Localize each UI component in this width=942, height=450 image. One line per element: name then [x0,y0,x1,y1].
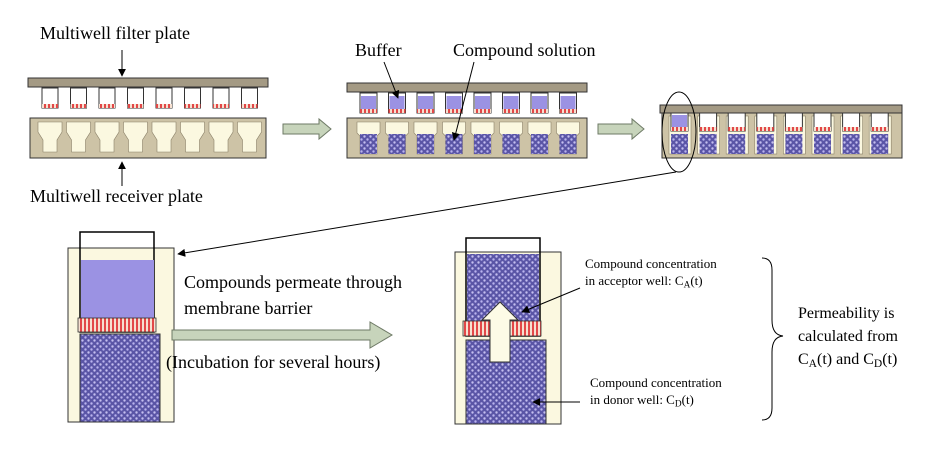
receiver-well-compound [356,121,381,155]
zoom-pointer [177,171,677,257]
acceptor-subscript: A [683,280,691,291]
filter-insert [184,87,201,109]
perm-line3: CA(t) and CD(t) [798,348,898,376]
assembled-well [754,112,778,155]
receiver-well-compound [499,121,523,155]
incubation-label: (Incubation for several hours) [166,352,381,372]
receiver-well [37,121,63,153]
filter-plate-1 [27,77,269,88]
filter-insert [155,87,173,109]
filter-insert-buffer [445,92,463,114]
filter-inserts-1 [41,87,258,109]
filter-insert-buffer [502,92,520,114]
donor-suffix: (t) [681,392,694,407]
filter-insert-buffer [559,92,577,114]
receiver-wells-1 [37,121,262,153]
assembled-well [697,112,720,155]
receiver-wells-2 [356,121,580,155]
assembled-well [811,112,835,155]
acceptor-prefix: in acceptor well: C [585,273,684,288]
zoom-well-before [67,231,175,423]
flow-arrow-2 [597,117,645,141]
receiver-well-compound [470,121,495,155]
perm-c: C [798,351,809,368]
compound-solution-label: Compound solution [453,40,596,60]
buffer-pointer [383,61,400,99]
receiver-well-compound [556,121,580,155]
perm-line2: calculated from [798,328,898,345]
receiver-well-compound [413,121,438,155]
receiver-well [66,121,91,153]
compound-pointer [451,61,475,141]
filter-insert-buffer [530,92,549,114]
filter-insert [98,87,116,109]
block-arrow-up-icon [480,301,520,363]
filter-insert-buffer [359,92,378,114]
filter-insert [70,87,87,109]
perm-and: (t) and C [817,351,874,368]
flow-arrow-1 [282,117,332,141]
donor-line1: Compound concentration [590,375,722,390]
receiver-well [208,121,234,153]
acceptor-line1: Compound concentration [585,256,717,271]
acceptor-suffix: (t) [690,273,703,288]
assembled-wells-3 [668,112,892,155]
filter-plate-3 [659,104,903,114]
filter-insert [212,87,230,109]
assembled-well [783,112,806,155]
receiver-plate-label: Multiwell receiver plate [30,186,203,206]
donor-prefix: in donor well: C [590,392,675,407]
assembled-well [668,112,692,155]
permeate-label-line1: Compounds permeate through [184,272,402,292]
donor-concentration-label: Compound concentration in donor well: CD… [590,374,722,413]
permeate-label-line2: membrane barrier [184,298,313,318]
permeability-label: Permeability is calculated from CA(t) an… [798,302,898,376]
filter-insert-buffer [473,92,492,114]
assembled-well [725,112,749,155]
right-brace-icon [761,257,784,421]
receiver-well [180,121,205,153]
zoom-well-after [454,237,562,425]
buffer-label: Buffer [355,40,402,60]
filter-plate-label: Multiwell filter plate [40,23,190,43]
assembled-well [868,112,892,155]
donor-subscript: D [674,399,682,410]
incubation-arrow [171,321,393,349]
highlight-ellipse [661,91,697,173]
filter-insert [241,87,258,109]
filter-insert-buffer [416,92,435,114]
filter-inserts-2 [359,92,577,114]
receiver-well [151,121,177,153]
perm-end: (t) [882,351,898,368]
perm-line1: Permeability is [798,305,895,322]
receiver-well [237,121,262,153]
acceptor-pointer [521,287,581,313]
donor-line2: in donor well: CD(t) [590,391,722,413]
assembled-well [840,112,863,155]
perm-sub-d: D [873,357,883,370]
receiver-well [123,121,148,153]
acceptor-concentration-label: Compound concentration in acceptor well:… [585,255,717,294]
receiver-well-compound [385,121,409,155]
filter-insert [127,87,144,109]
acceptor-line2: in acceptor well: CA(t) [585,272,717,294]
filter-insert [41,87,59,109]
receiver-well [94,121,120,153]
perm-sub-a: A [808,357,817,370]
receiver-well-compound [527,121,552,155]
